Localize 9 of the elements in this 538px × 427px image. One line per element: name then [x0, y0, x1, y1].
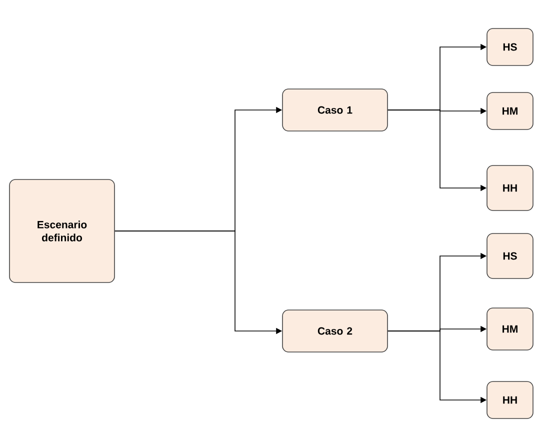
process-box: Escenario definido: [9, 179, 115, 283]
process-box: HH: [486, 165, 534, 211]
process-box: Caso 2: [282, 310, 388, 352]
process-box: HS: [486, 28, 534, 66]
process-box: HH: [486, 381, 534, 419]
process-box: HM: [486, 92, 534, 130]
process-box: Caso 1: [282, 88, 388, 132]
process-box: HS: [486, 233, 534, 279]
process-box: HM: [486, 308, 534, 350]
